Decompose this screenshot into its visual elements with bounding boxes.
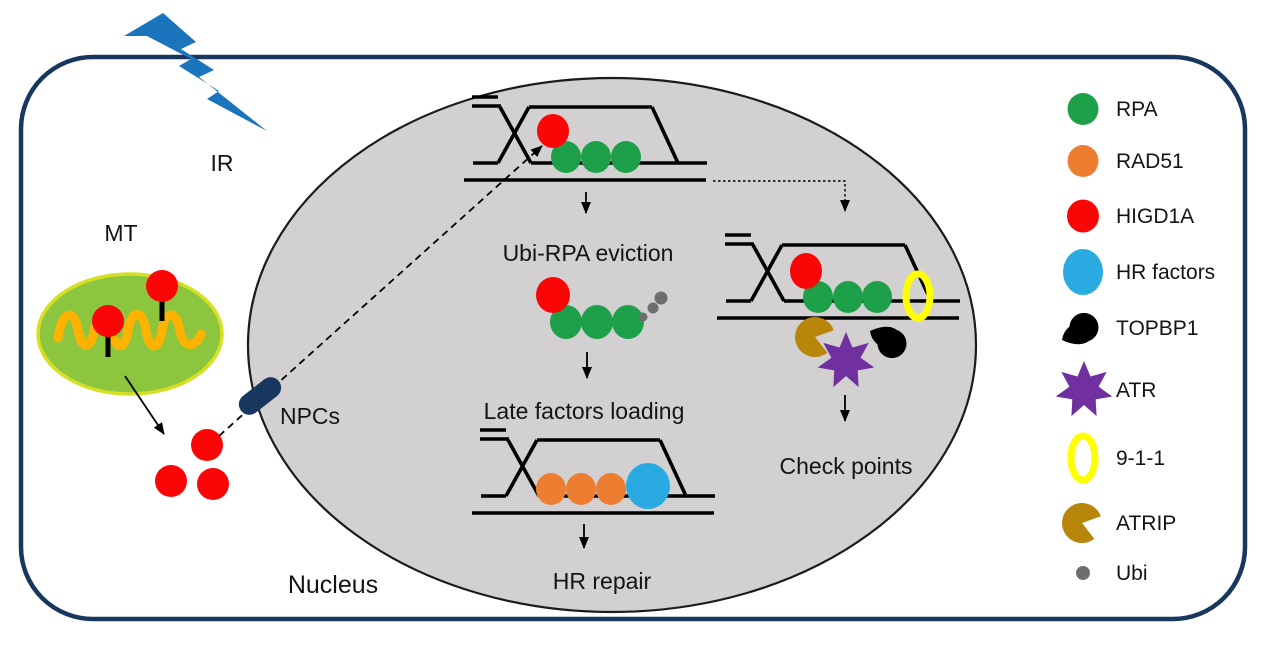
mitochondrion bbox=[36, 270, 224, 396]
higd1a-molecule bbox=[92, 305, 124, 337]
mitochondrion-cristae bbox=[53, 309, 206, 351]
ubi-dot bbox=[638, 312, 648, 322]
higd1a-molecule bbox=[191, 429, 223, 461]
dna-fork-checkpoint bbox=[715, 233, 962, 388]
atrip-legend-icon bbox=[1062, 503, 1101, 544]
late-factors-loading-label: Late factors loading bbox=[484, 398, 685, 424]
rad51-molecule bbox=[536, 473, 566, 505]
higd1a-legend-icon bbox=[1067, 199, 1099, 233]
9-1-1-clamp bbox=[902, 270, 934, 322]
legend-item-atr: ATR bbox=[1055, 361, 1156, 417]
legend-label: 9-1-1 bbox=[1116, 447, 1165, 470]
legend: RPA RAD51 HIGD1A HR factors TOPBP1 ATR 9… bbox=[1055, 93, 1215, 585]
ubi-rpa-evicted-complex bbox=[536, 277, 668, 339]
rad51-molecule bbox=[566, 473, 596, 505]
hr-factors-legend-icon bbox=[1063, 249, 1103, 295]
rpa-molecule bbox=[551, 141, 581, 173]
higd1a-molecule bbox=[197, 468, 229, 500]
rpa-molecule bbox=[803, 281, 833, 313]
legend-item-atrip: ATRIP bbox=[1062, 503, 1176, 544]
legend-item-rpa: RPA bbox=[1067, 93, 1158, 125]
ubi-dot bbox=[654, 291, 668, 305]
legend-label: ATR bbox=[1116, 379, 1156, 402]
legend-item-rad51: RAD51 bbox=[1067, 145, 1184, 177]
rpa-molecule bbox=[862, 281, 892, 313]
mito-release-arrow bbox=[124, 375, 165, 435]
higd1a-molecule bbox=[155, 465, 187, 497]
atr-molecule bbox=[817, 332, 875, 388]
hr-factors-molecule bbox=[626, 463, 670, 509]
nucleus-body bbox=[246, 76, 978, 614]
ubi-dot bbox=[647, 302, 659, 314]
check-points-label: Check points bbox=[780, 453, 913, 479]
legend-label: TOPBP1 bbox=[1116, 317, 1198, 340]
legend-item-ubi: Ubi bbox=[1076, 562, 1148, 585]
ubi-legend-icon bbox=[1076, 566, 1090, 580]
ubi-rpa-eviction-label: Ubi-RPA eviction bbox=[503, 240, 674, 266]
mt-label: MT bbox=[104, 220, 137, 246]
higd1a-molecule bbox=[536, 277, 570, 313]
topbp1-molecule bbox=[870, 326, 907, 359]
legend-label: ATRIP bbox=[1116, 512, 1176, 535]
rpa-molecule bbox=[550, 305, 582, 339]
legend-label: Ubi bbox=[1116, 562, 1148, 585]
higd1a-cytoplasmic-cluster bbox=[155, 429, 229, 500]
rpa-molecule bbox=[611, 141, 641, 173]
rad51-legend-icon bbox=[1067, 145, 1099, 177]
cell-membrane bbox=[18, 54, 1248, 622]
nuclear-pore-complex bbox=[238, 377, 282, 415]
lightning-bolt-icon bbox=[124, 13, 267, 131]
rpa-legend-icon bbox=[1067, 93, 1099, 125]
rpa-molecule bbox=[581, 141, 611, 173]
hr-repair-label: HR repair bbox=[553, 568, 652, 594]
legend-item-hr-factors: HR factors bbox=[1063, 249, 1215, 295]
dna-fork-late-factors bbox=[470, 428, 717, 515]
legend-label: RPA bbox=[1116, 98, 1158, 121]
rpa-molecule bbox=[581, 305, 613, 339]
atr-legend-icon bbox=[1055, 361, 1113, 417]
higd1a-molecule bbox=[790, 253, 822, 289]
legend-label: RAD51 bbox=[1116, 150, 1184, 173]
nucleus-label: Nucleus bbox=[288, 571, 378, 599]
checkpoint-branch-dotted-arrow bbox=[713, 180, 850, 212]
higd1a-molecule bbox=[537, 114, 569, 148]
rpa-molecule bbox=[833, 281, 863, 313]
atrip-molecule bbox=[795, 317, 834, 358]
higd1a-molecule bbox=[146, 270, 178, 302]
legend-label: HIGD1A bbox=[1116, 205, 1194, 228]
ir-label: IR bbox=[211, 150, 234, 176]
legend-item-topbp1: TOPBP1 bbox=[1062, 312, 1198, 345]
rad51-molecule bbox=[596, 473, 626, 505]
dna-fork-damage-site bbox=[462, 95, 709, 182]
topbp1-legend-icon bbox=[1062, 312, 1099, 345]
legend-item-9-1-1: 9-1-1 bbox=[1067, 432, 1165, 484]
rpa-molecule bbox=[612, 305, 644, 339]
legend-label: HR factors bbox=[1116, 261, 1215, 284]
legend-item-higd1a: HIGD1A bbox=[1067, 199, 1194, 233]
npcs-label: NPCs bbox=[280, 403, 340, 429]
9-1-1-legend-icon bbox=[1067, 432, 1099, 484]
